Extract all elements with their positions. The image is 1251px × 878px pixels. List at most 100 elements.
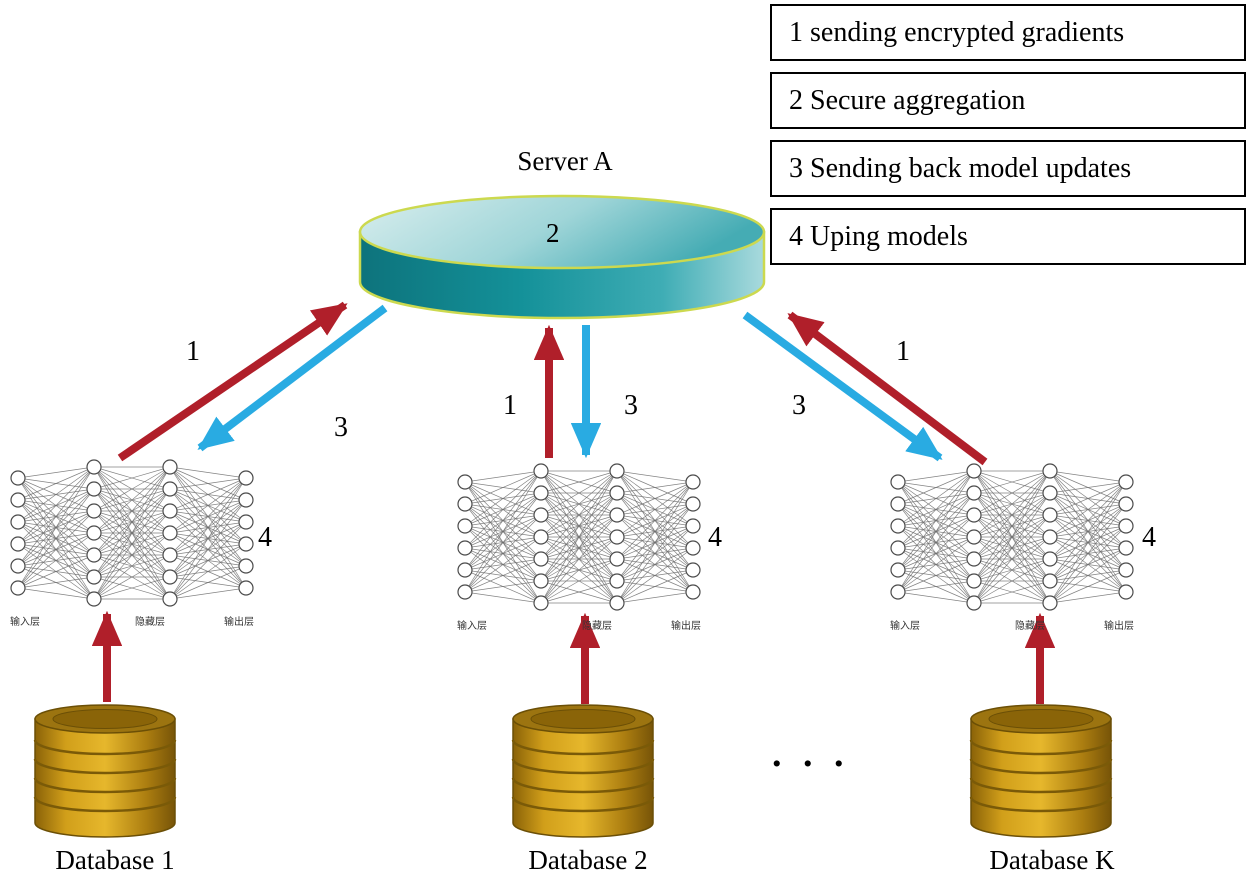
nn-layer-label: 隐藏层 <box>582 620 612 632</box>
nn-edge <box>616 481 694 604</box>
nn-edge <box>17 466 95 523</box>
nn-node <box>238 558 254 574</box>
label-left-down-3: 3 <box>334 412 348 443</box>
label-update-left-4: 4 <box>258 522 272 553</box>
nn-edge <box>93 466 171 490</box>
nn-edge <box>464 514 542 593</box>
nn-edge <box>973 470 1051 516</box>
database-1-cylinder <box>33 703 177 839</box>
nn-node <box>238 514 254 530</box>
nn-edge <box>93 466 171 534</box>
nn-edge <box>1049 481 1127 494</box>
nn-layer-label: 输入层 <box>10 615 40 628</box>
server-title: Server A <box>517 146 613 176</box>
nn-edge <box>973 470 1051 494</box>
nn-edge <box>17 510 95 589</box>
nn-edge <box>616 547 694 604</box>
nn-edge <box>1049 525 1127 604</box>
nn-node <box>966 485 982 501</box>
nn-node <box>10 470 26 486</box>
nn-node <box>1118 540 1134 556</box>
nn-node <box>86 547 102 563</box>
nn-node <box>966 573 982 589</box>
nn-edge <box>616 481 694 494</box>
database-1-label: Database 1 <box>55 845 175 875</box>
neural-networks-group: 输入层隐藏层输出层输入层隐藏层输出层输入层隐藏层输出层 <box>10 459 1134 632</box>
nn-node <box>86 591 102 607</box>
nn-edge <box>464 470 542 505</box>
legend-item-4: 4 Uping models <box>770 208 1246 265</box>
nn-node <box>86 481 102 497</box>
nn-edge <box>464 470 542 527</box>
neural-network-3: 输入层隐藏层输出层 <box>890 463 1134 632</box>
nn-node <box>238 580 254 596</box>
nn-node <box>890 474 906 490</box>
nn-edge <box>17 466 95 545</box>
nn-edge <box>897 580 975 593</box>
nn-edge <box>540 470 618 560</box>
nn-edge <box>897 492 975 593</box>
nn-node <box>238 536 254 552</box>
nn-edge <box>17 532 95 589</box>
label-right-up-1: 1 <box>896 336 910 367</box>
database-k-cylinder <box>969 703 1113 839</box>
nn-edge <box>897 558 975 593</box>
nn-node <box>533 573 549 589</box>
nn-edge <box>540 536 618 604</box>
nn-edge <box>616 481 694 582</box>
nn-node <box>238 492 254 508</box>
nn-edge <box>169 543 247 600</box>
database-2-cylinder <box>511 703 655 839</box>
nn-edge <box>169 466 247 479</box>
nn-edge <box>973 470 1051 582</box>
nn-edge <box>616 481 694 516</box>
nn-edge <box>973 558 1051 604</box>
arrow-gradients-left <box>117 301 348 462</box>
nn-edge <box>169 477 247 556</box>
legend-item-3-text: 3 Sending back model updates <box>789 152 1132 184</box>
nn-node <box>1118 474 1134 490</box>
legend-item-2: 2 Secure aggregation <box>770 72 1246 129</box>
label-center-down-3: 3 <box>624 390 638 421</box>
nn-edge <box>616 503 694 604</box>
nn-node <box>609 485 625 501</box>
nn-edge <box>17 466 95 479</box>
nn-edge <box>464 470 542 549</box>
nn-node <box>86 525 102 541</box>
nn-node <box>890 518 906 534</box>
nn-edge <box>897 470 975 571</box>
nn-edge <box>169 477 247 578</box>
nn-edge <box>1049 481 1127 582</box>
nn-edge <box>973 580 1051 604</box>
nn-edge <box>897 514 975 593</box>
nn-edge <box>616 591 694 604</box>
database-2-label: Database 2 <box>528 845 648 875</box>
nn-edge <box>464 470 542 571</box>
nn-node <box>1118 496 1134 512</box>
nn-edge <box>464 558 542 593</box>
nn-node <box>685 496 701 512</box>
nn-edge <box>897 470 975 483</box>
nn-edge <box>169 477 247 534</box>
server-cylinder <box>358 194 766 320</box>
nn-edge <box>540 580 618 604</box>
nn-node <box>10 536 26 552</box>
nn-edge <box>93 532 171 600</box>
nn-edge <box>897 470 975 593</box>
nn-edge <box>540 492 618 604</box>
nn-edge <box>93 466 171 578</box>
nn-node <box>609 529 625 545</box>
nn-edge <box>616 569 694 604</box>
nn-edge <box>17 587 95 600</box>
nn-edge <box>93 576 171 600</box>
nn-node <box>86 459 102 475</box>
nn-node <box>966 463 982 479</box>
neural-network-2: 输入层隐藏层输出层 <box>457 463 701 632</box>
nn-node <box>1118 562 1134 578</box>
nn-node <box>457 496 473 512</box>
nn-edge <box>616 525 694 604</box>
nn-node <box>609 463 625 479</box>
nn-node <box>685 584 701 600</box>
nn-edge <box>93 554 171 600</box>
nn-edge <box>616 481 694 560</box>
